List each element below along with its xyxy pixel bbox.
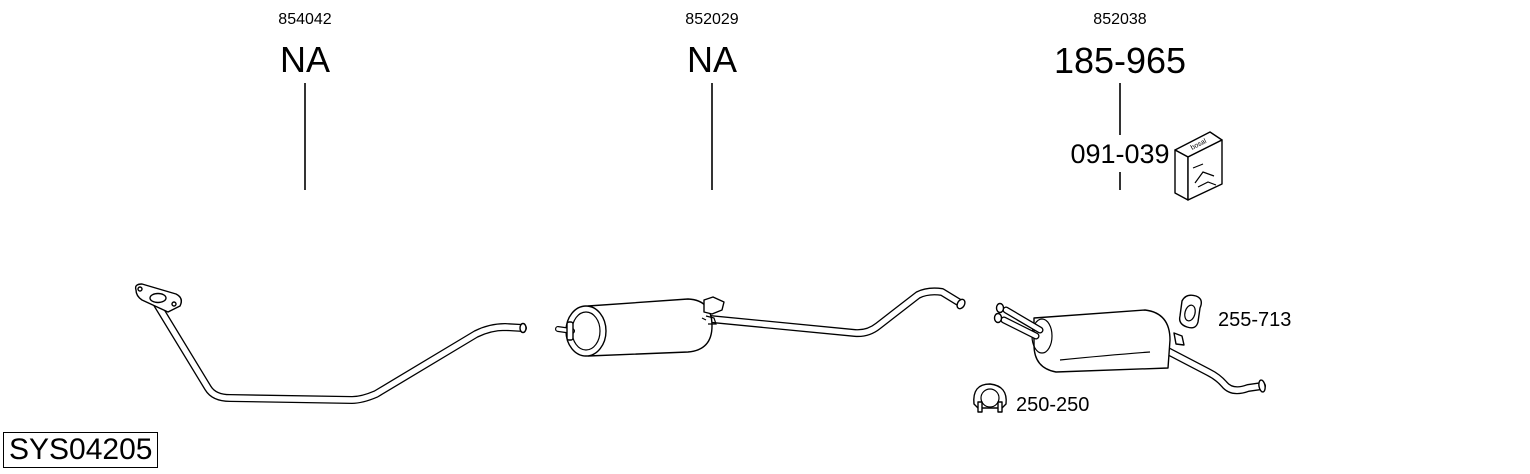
part-number-rubber-hanger[interactable]: 255-713: [1218, 309, 1291, 331]
rubber-hanger-icon[interactable]: [1178, 294, 1203, 329]
rear-silencer-part[interactable]: [993, 302, 1266, 395]
system-code-label: SYS04205: [3, 432, 159, 468]
centre-silencer-part[interactable]: [555, 287, 967, 357]
part-number-front-pipe[interactable]: NA: [280, 39, 330, 80]
exhaust-clamp-icon[interactable]: [973, 383, 1007, 413]
part-number-centre-silencer[interactable]: NA: [687, 39, 737, 80]
part-number-exhaust-clamp[interactable]: 250-250: [1016, 394, 1089, 416]
bosal-mounting-kit-box-icon[interactable]: bosal: [1174, 131, 1223, 201]
oe-number-front-pipe: 854042: [278, 11, 331, 28]
part-number-mounting-kit[interactable]: 091-039: [1070, 139, 1169, 169]
part-number-rear-silencer[interactable]: 185-965: [1054, 40, 1186, 81]
oe-number-rear-silencer: 852038: [1093, 11, 1146, 28]
oe-number-centre-silencer: 852029: [685, 11, 738, 28]
front-pipe-flange: [134, 283, 183, 313]
front-pipe-part[interactable]: [134, 283, 527, 404]
